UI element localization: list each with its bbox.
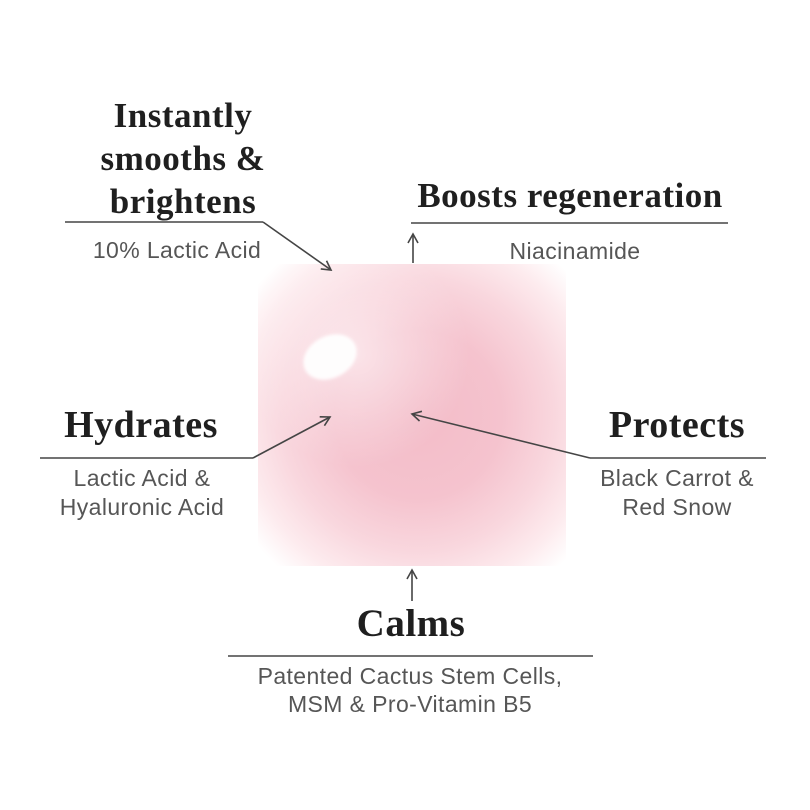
callout-title-calms: Calms bbox=[300, 600, 522, 648]
callout-title-hydrates: Hydrates bbox=[28, 402, 254, 448]
title-line: Hydrates bbox=[64, 404, 218, 446]
subtitle-line: Hyaluronic Acid bbox=[59, 494, 225, 520]
title-line: Instantly bbox=[113, 96, 253, 135]
connector-arrow-smooths bbox=[262, 221, 333, 271]
callout-subtitle-smooths-brightens: 10% Lactic Acid bbox=[46, 237, 308, 264]
callout-title-regeneration: Boosts regeneration bbox=[408, 176, 732, 216]
title-line: Boosts regeneration bbox=[417, 176, 723, 215]
callout-subtitle-regeneration: Niacinamide bbox=[410, 238, 740, 265]
subtitle-line: Patented Cactus Stem Cells, bbox=[257, 663, 563, 689]
subtitle-line: Black Carrot & bbox=[600, 465, 754, 491]
callout-subtitle-protects: Black Carrot & Red Snow bbox=[565, 464, 789, 522]
subtitle-line: Lactic Acid & bbox=[73, 465, 211, 491]
title-line: Calms bbox=[356, 602, 466, 645]
callout-title-protects: Protects bbox=[565, 402, 789, 448]
subtitle-line: Red Snow bbox=[622, 494, 732, 520]
title-line: brightens bbox=[109, 182, 257, 221]
callout-subtitle-hydrates: Lactic Acid & Hyaluronic Acid bbox=[22, 464, 262, 522]
connector-arrow-protects bbox=[410, 410, 591, 459]
subtitle-line: MSM & Pro-Vitamin B5 bbox=[287, 691, 533, 717]
subtitle-line: 10% Lactic Acid bbox=[92, 237, 262, 263]
title-line: Protects bbox=[608, 404, 746, 446]
connector-arrow-hydrates bbox=[252, 416, 332, 459]
title-line: smooths & bbox=[100, 139, 266, 178]
callout-subtitle-calms: Patented Cactus Stem Cells, MSM & Pro-Vi… bbox=[185, 662, 635, 718]
callout-title-smooths-brightens: Instantly smooths & brightens bbox=[52, 94, 314, 223]
subtitle-line: Niacinamide bbox=[509, 238, 641, 264]
